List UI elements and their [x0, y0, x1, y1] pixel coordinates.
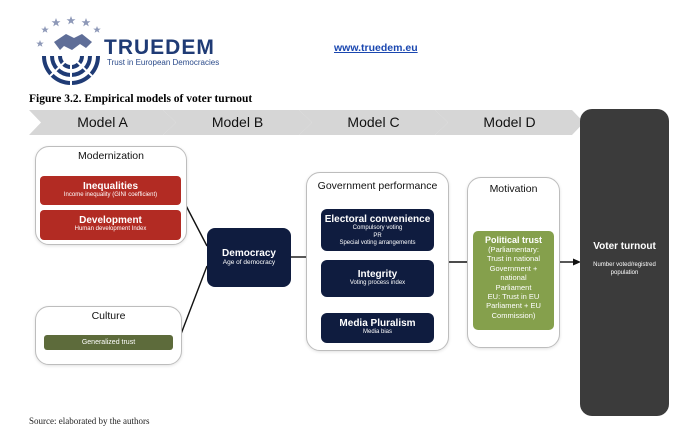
generalized-trust-label: Generalized trust — [81, 339, 136, 346]
political-trust-title: Political trust — [484, 235, 542, 245]
chevron-model-b — [163, 110, 312, 135]
brand-tagline: Trust in European Democracies — [107, 58, 220, 67]
political-trust-line: EU: Trust in EU — [487, 291, 540, 301]
political-trust-box: Political trust (Parliamentary: Trust in… — [473, 231, 554, 330]
political-trust-line: Commission) — [491, 310, 536, 320]
electoral-convenience-box: Electoral convenience Compulsory voting … — [321, 209, 434, 251]
electoral-line-pr: PR — [373, 232, 382, 239]
model-b-label: Model B — [211, 114, 264, 130]
political-trust-line: Parliament + EU — [486, 301, 541, 311]
motivation-title: Motivation — [489, 183, 538, 195]
media-pluralism-title: Media Pluralism — [339, 318, 416, 329]
chevron-model-a — [29, 110, 176, 135]
figure-title: Figure 3.2. Empirical models of voter tu… — [29, 93, 253, 105]
integrity-sub: Voting process index — [349, 280, 406, 286]
inequalities-title: Inequalities — [82, 181, 138, 192]
political-trust-line: Government + — [489, 263, 538, 273]
modernization-title: Modernization — [78, 150, 144, 162]
development-title: Development — [79, 215, 142, 226]
chevron-model-c — [299, 110, 448, 135]
development-sub: Human development Index — [74, 226, 147, 232]
culture-panel: Culture Generalized trust — [35, 306, 182, 365]
development-box: Development Human development Index — [40, 210, 181, 240]
political-trust-line: (Parliamentary: — [488, 245, 539, 254]
political-trust-line: Trust in national — [486, 254, 541, 264]
website-link[interactable]: www.truedem.eu — [334, 42, 418, 54]
generalized-trust-box: Generalized trust — [44, 335, 173, 350]
motivation-panel: Motivation Political trust (Parliamentar… — [467, 177, 560, 348]
media-pluralism-sub: Media bias — [362, 329, 392, 335]
electoral-convenience-title: Electoral convenience — [324, 214, 431, 225]
chevron-model-d — [435, 110, 584, 135]
integrity-box: Integrity Voting process index — [321, 260, 434, 297]
political-trust-line: national — [500, 273, 527, 283]
brand-name: TRUEDEM — [104, 36, 215, 59]
electoral-line-compulsory: Compulsory voting — [352, 225, 403, 231]
model-d-label: Model D — [483, 114, 536, 130]
culture-title: Culture — [91, 310, 126, 322]
voter-turnout-sub: Number voted/registred population — [593, 262, 656, 276]
political-trust-line: Parliament — [495, 282, 532, 292]
model-c-label: Model C — [347, 114, 400, 130]
truedem-logo-icon — [36, 16, 101, 86]
modernization-panel: Modernization Inequalities Income inequa… — [35, 146, 187, 245]
inequalities-sub: Income inequality (GINI coefficient) — [63, 192, 158, 198]
voter-turnout-box: Voter turnout Number voted/registred pop… — [580, 109, 669, 416]
inequalities-box: Inequalities Income inequality (GINI coe… — [40, 176, 181, 205]
government-performance-panel: Government performance Electoral conveni… — [306, 172, 449, 351]
media-pluralism-box: Media Pluralism Media bias — [321, 313, 434, 343]
source-note: Source: elaborated by the authors — [29, 416, 150, 426]
electoral-line-special: Special voting arrangements — [339, 240, 416, 246]
government-performance-title: Government performance — [317, 180, 438, 192]
model-a-label: Model A — [77, 114, 128, 130]
democracy-sub: Age of democracy — [222, 259, 276, 266]
integrity-title: Integrity — [357, 269, 398, 280]
democracy-title: Democracy — [222, 248, 276, 259]
voter-turnout-title: Voter turnout — [593, 241, 656, 252]
democracy-box: Democracy Age of democracy — [207, 228, 291, 287]
